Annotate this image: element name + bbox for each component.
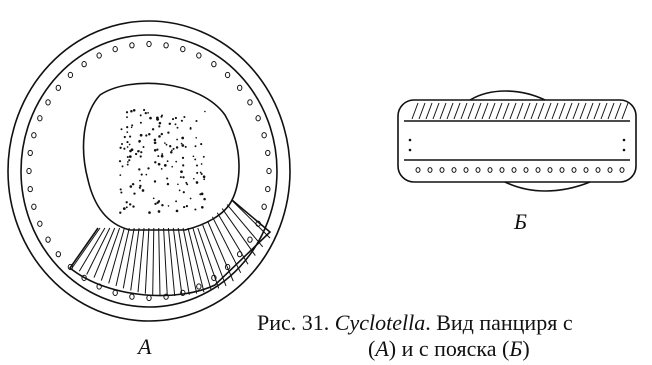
caption-genus: Cyclotella	[335, 310, 425, 335]
caption-text-line1: . Вид панциря с	[425, 310, 572, 335]
caption-line2: (А) и с пояска (Б)	[257, 336, 652, 362]
figure-label-b: Б	[514, 211, 527, 233]
figure-caption: Рис. 31. Cyclotella. Вид панциря с (А) и…	[257, 310, 652, 362]
caption-prefix: Рис. 31.	[257, 310, 329, 335]
girdle-undulation-bottom	[505, 182, 590, 191]
figure-label-a: А	[138, 336, 151, 358]
valve-outer-rim	[8, 21, 290, 321]
girdle-undulation-top	[470, 91, 545, 100]
